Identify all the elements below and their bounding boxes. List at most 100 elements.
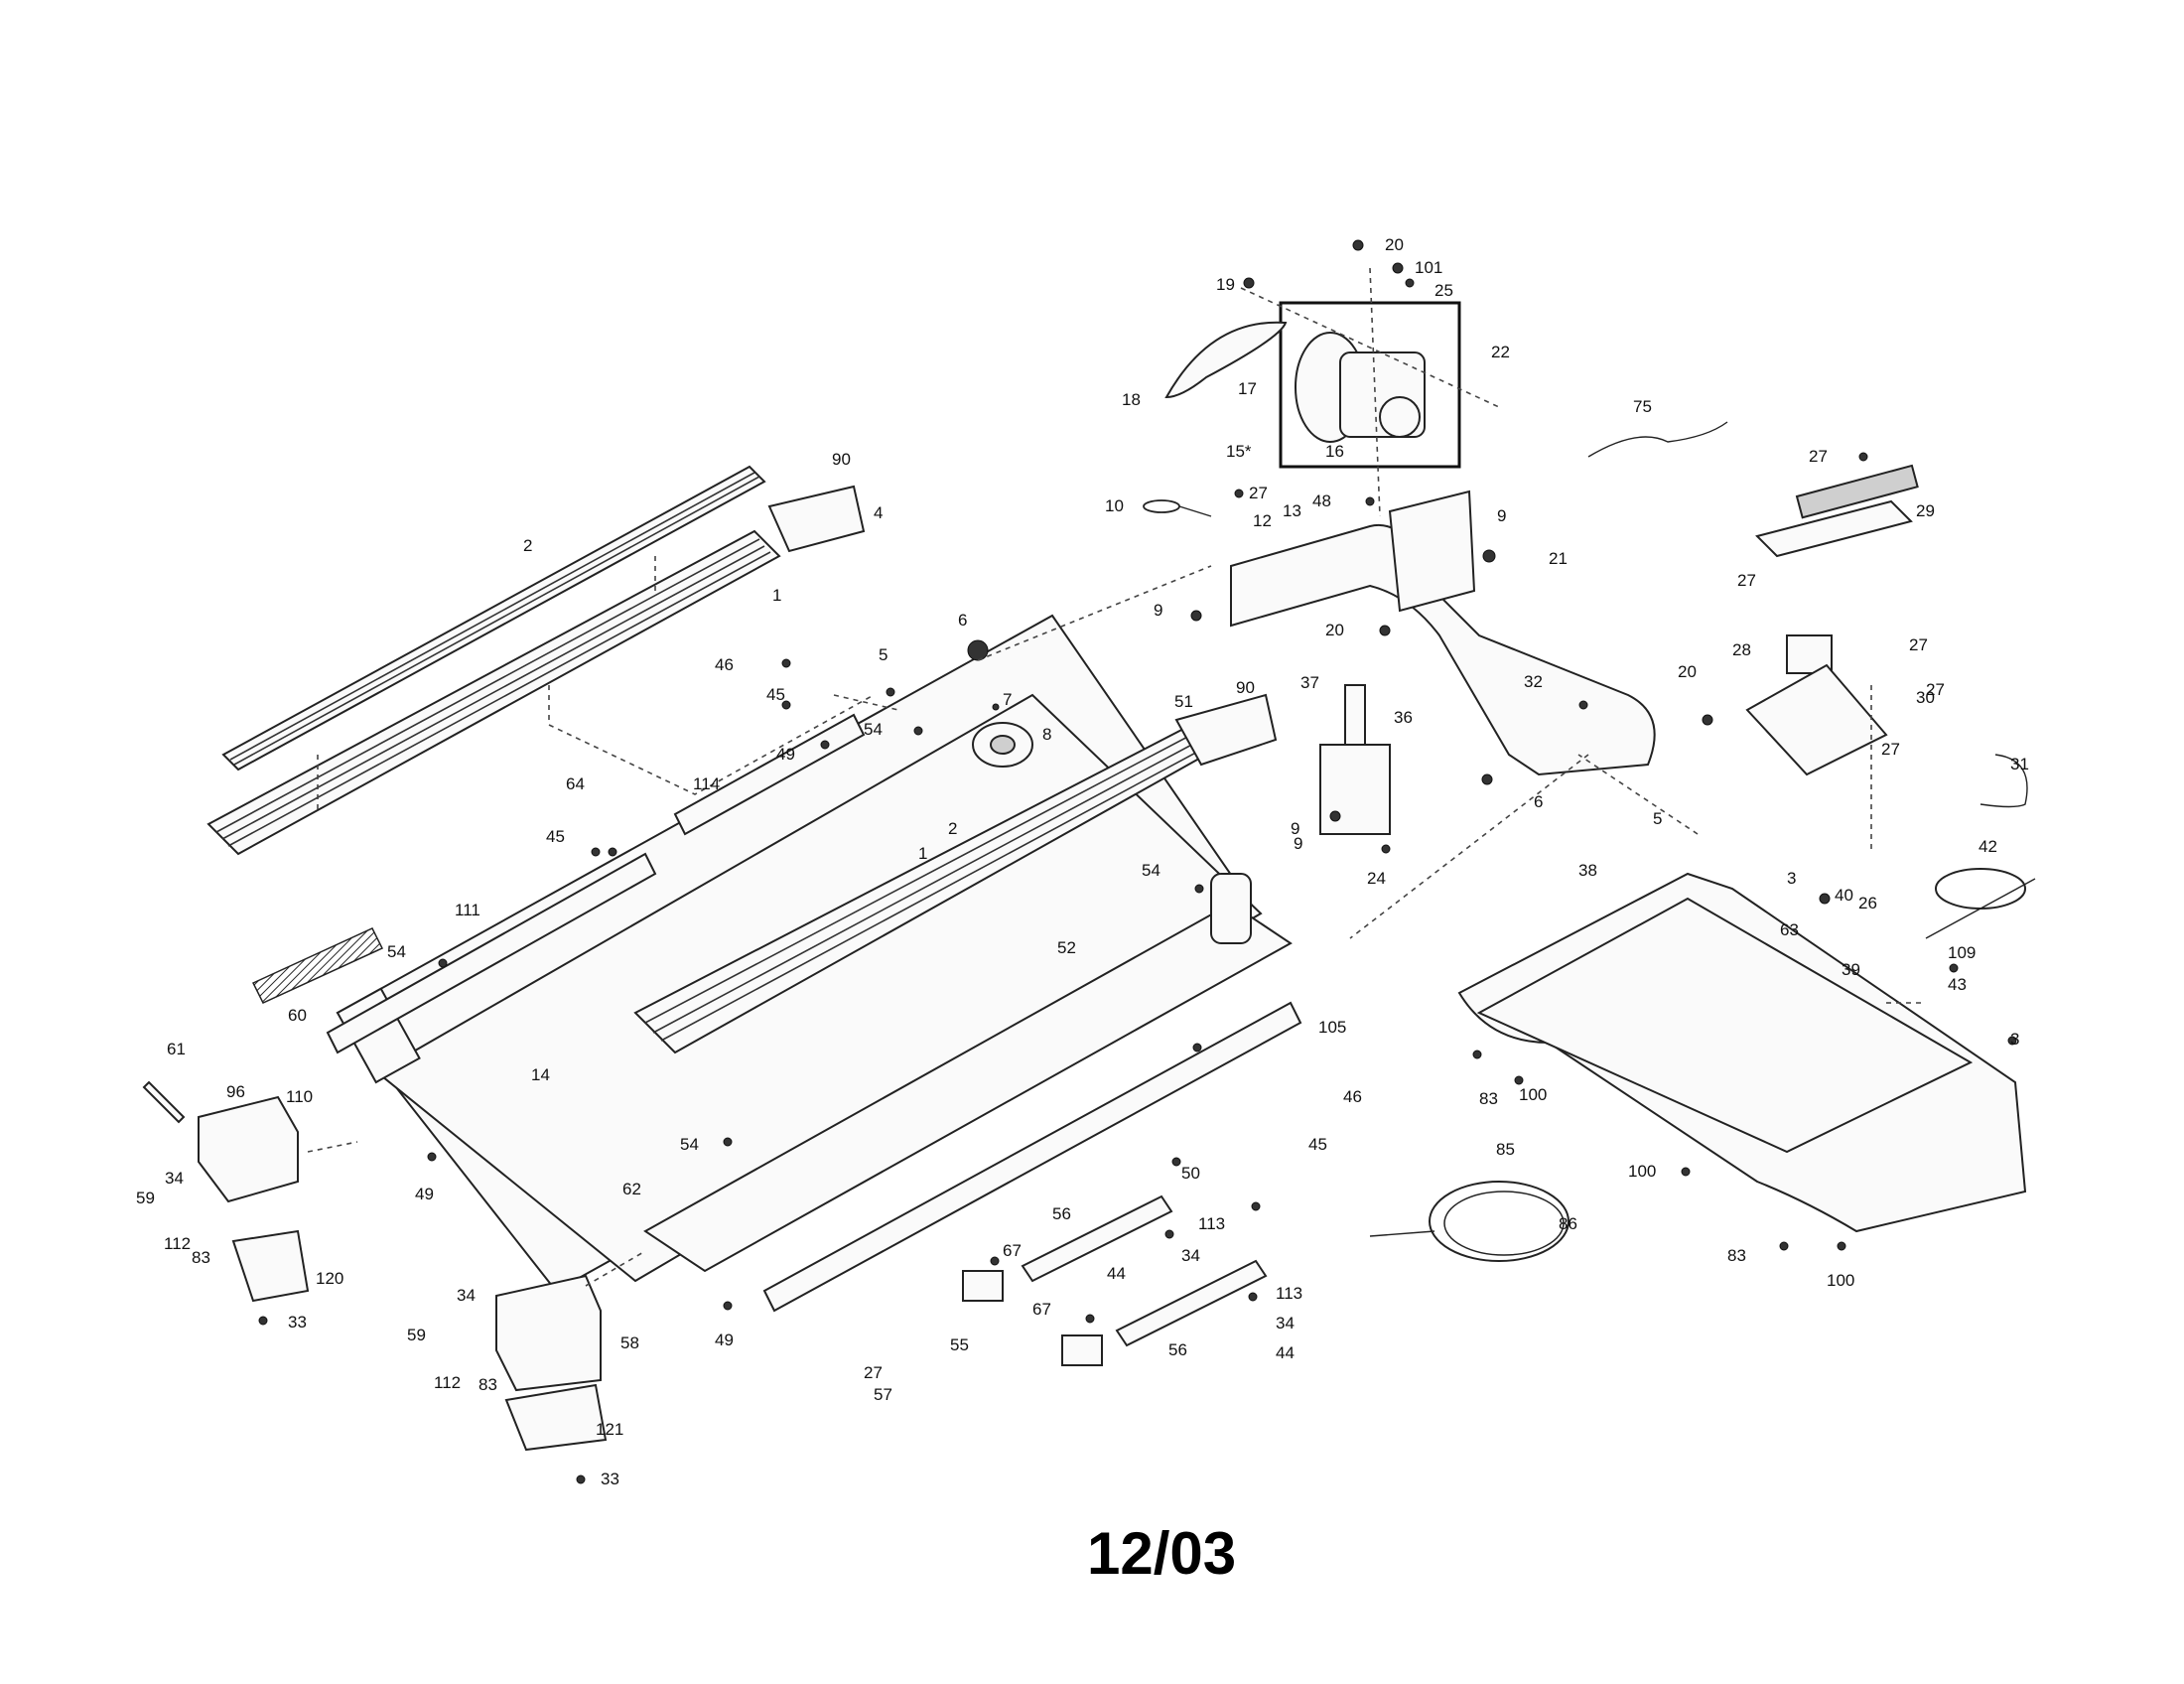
- part-label: 18: [1122, 390, 1141, 409]
- part-label: 2: [948, 819, 957, 838]
- part-label: 26: [1858, 894, 1877, 912]
- part-label: 16: [1325, 442, 1344, 461]
- part-label: 1: [772, 586, 781, 605]
- part-label: 121: [596, 1420, 623, 1439]
- part-label: 32: [1524, 672, 1543, 691]
- part-label: 46: [1343, 1087, 1362, 1106]
- upright-bracket: [1388, 490, 1476, 613]
- part-label: 105: [1318, 1018, 1346, 1037]
- part-label: 44: [1276, 1343, 1295, 1362]
- part-label: 1: [918, 844, 927, 863]
- part-label: 45: [1308, 1135, 1327, 1154]
- foot-55-right: [1061, 1334, 1103, 1366]
- part-label: 17: [1238, 379, 1257, 398]
- part-label: 27: [1737, 571, 1756, 590]
- motor-assembly-box: [1279, 301, 1461, 469]
- part-label: 34: [1181, 1246, 1200, 1265]
- part-label: 42: [1979, 837, 1997, 856]
- front-frame-rail: [673, 713, 866, 836]
- part-label: 27: [1881, 740, 1900, 759]
- part-label: 20: [1385, 235, 1404, 254]
- part-label: 4: [874, 503, 883, 522]
- part-label: 9: [1497, 506, 1506, 525]
- part-label: 48: [1312, 491, 1331, 510]
- rear-roller: [1210, 873, 1252, 944]
- part-label: 6: [1534, 792, 1543, 811]
- part-label: 67: [1032, 1300, 1051, 1319]
- part-label: 28: [1732, 640, 1751, 659]
- part-label: 49: [715, 1331, 734, 1349]
- leveler-bar-56-upper: [1021, 1194, 1173, 1283]
- side-rail-upper: [221, 465, 766, 772]
- part-label: 56: [1168, 1340, 1187, 1359]
- part-label: 113: [1276, 1284, 1302, 1303]
- hood-bracket-51: [1174, 693, 1278, 767]
- part-label: 9: [1154, 601, 1162, 620]
- part-label: 3: [1787, 869, 1796, 888]
- part-label: 101: [1415, 258, 1442, 277]
- part-label: 67: [1003, 1241, 1022, 1260]
- part-label: 44: [1107, 1264, 1126, 1283]
- part-label: 86: [1559, 1214, 1577, 1233]
- part-label: 5: [879, 645, 887, 664]
- part-label: 3: [2010, 1030, 2019, 1049]
- part-label: 59: [407, 1326, 426, 1344]
- part-label: 85: [1496, 1140, 1515, 1159]
- part-label: 96: [226, 1082, 245, 1101]
- part-label: 49: [776, 745, 795, 764]
- part-label: 90: [832, 450, 851, 469]
- part-label: 34: [457, 1286, 476, 1305]
- part-label: 27: [1909, 635, 1928, 654]
- part-label: 100: [1827, 1271, 1854, 1290]
- part-label: 24: [1367, 869, 1386, 888]
- part-label: 21: [1549, 549, 1568, 568]
- hardware-screws: [258, 239, 2017, 1484]
- part-label: 31: [2010, 755, 2029, 773]
- part-label: 20: [1325, 621, 1344, 639]
- end-cap-left: [198, 1095, 299, 1203]
- part-label: 114: [693, 774, 720, 793]
- part-label: 5: [1653, 809, 1662, 828]
- part-label: 120: [316, 1269, 343, 1288]
- part-label: 33: [288, 1313, 307, 1332]
- part-label: 62: [622, 1180, 641, 1198]
- hood-bracket-4: [767, 485, 866, 553]
- part-label: 52: [1057, 938, 1076, 957]
- part-label: 19: [1216, 275, 1235, 294]
- rear-foot-bar: [142, 1080, 186, 1124]
- incline-motor: [1319, 684, 1391, 835]
- part-label: 54: [864, 720, 883, 739]
- part-label: 61: [167, 1040, 186, 1058]
- leveler-bar-56-lower: [1115, 1259, 1268, 1347]
- date-code: 12/03: [1087, 1520, 1236, 1587]
- part-label: 113: [1198, 1214, 1225, 1233]
- part-label: 45: [546, 827, 565, 846]
- motor-base-tray: [1457, 872, 2027, 1233]
- left-frame-rail: [326, 852, 657, 1054]
- part-label: 112: [434, 1373, 461, 1392]
- assembly-guides: [307, 565, 1926, 1287]
- part-label: 12: [1253, 511, 1272, 530]
- part-label: 9: [1294, 834, 1302, 853]
- part-label: 57: [874, 1385, 892, 1404]
- part-label: 83: [478, 1375, 497, 1394]
- end-cap-right: [495, 1274, 602, 1392]
- foot-55-left: [962, 1270, 1004, 1302]
- part-label: 58: [620, 1333, 639, 1352]
- part-label: 8: [1042, 725, 1051, 744]
- part-label: 38: [1578, 861, 1597, 880]
- motor-dash-line: [1240, 287, 1500, 408]
- part-label: 60: [288, 1006, 307, 1025]
- part-label: 7: [1003, 690, 1012, 709]
- part-label: 29: [1916, 501, 1935, 520]
- part-label: 27: [1926, 680, 1945, 699]
- part-label: 25: [1434, 281, 1453, 300]
- part-label: 54: [1142, 861, 1160, 880]
- walking-deck: [643, 902, 1293, 1273]
- part-label: 45: [766, 685, 785, 704]
- part-label: 63: [1780, 920, 1799, 939]
- part-label: 27: [1249, 484, 1268, 502]
- drive-belt: [1164, 321, 1288, 399]
- part-label: 64: [566, 774, 585, 793]
